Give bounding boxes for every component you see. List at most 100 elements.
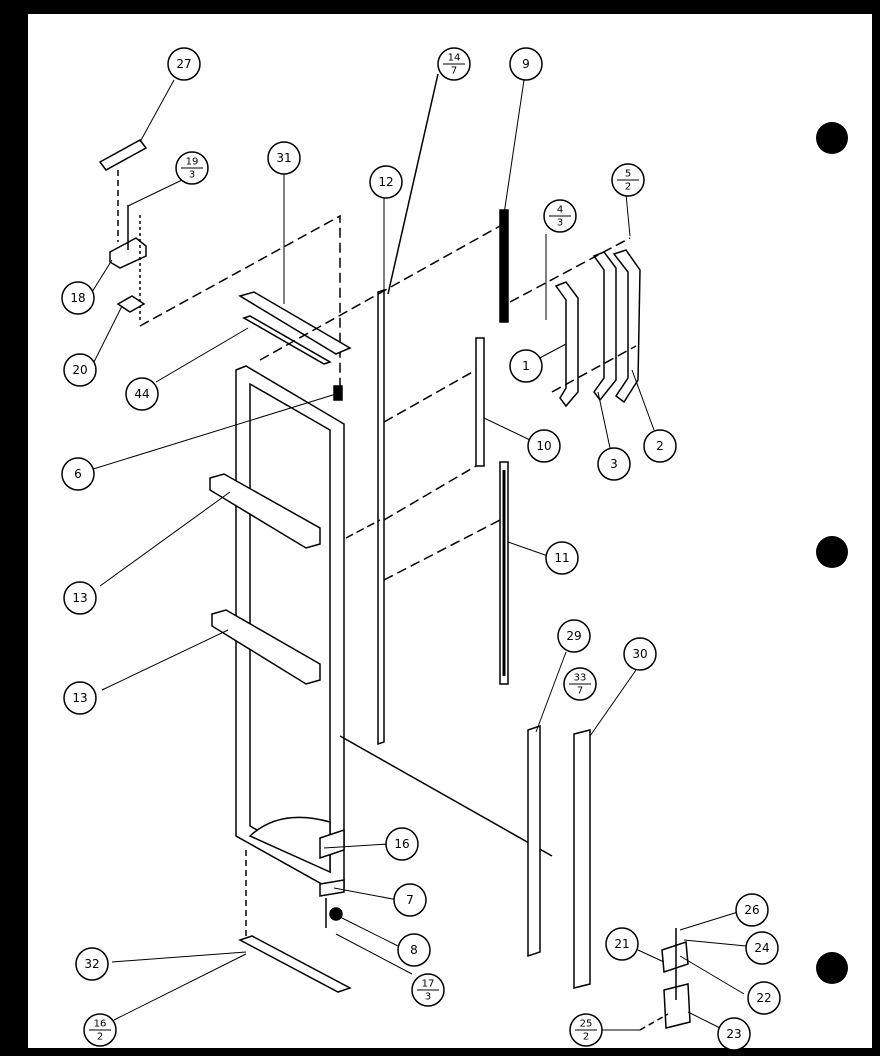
callout-16: 16 xyxy=(385,827,419,861)
callout-circle xyxy=(63,353,97,387)
callout-number: 23 xyxy=(726,1027,741,1041)
callout-23: 23 xyxy=(717,1017,751,1051)
phantom-outline-top xyxy=(139,214,341,400)
callout-44: 44 xyxy=(125,377,159,411)
callout-number: 13 xyxy=(72,591,87,605)
callout-number: 18 xyxy=(70,291,85,305)
callout-19: 193 xyxy=(175,151,209,185)
lower-hinge-part-23 xyxy=(663,983,691,1029)
callout-circle xyxy=(545,541,579,575)
bracket-part-16 xyxy=(319,828,345,860)
callout-number: 3 xyxy=(610,457,618,471)
gasket-strip-part-9 xyxy=(499,209,509,323)
phantom-link-top xyxy=(259,225,501,361)
shelf-support-upper-part-13 xyxy=(209,473,321,549)
callout-22: 22 xyxy=(747,981,781,1015)
callout-7: 7 xyxy=(393,883,427,917)
callout-number: 25 xyxy=(580,1019,593,1030)
callout-leader-33 xyxy=(339,735,553,857)
callout-29: 29 xyxy=(557,619,591,653)
callout-page-ref: 3 xyxy=(425,992,431,1003)
callout-circle xyxy=(509,47,543,81)
handle-part-1 xyxy=(554,281,579,408)
callout-circle xyxy=(393,883,427,917)
callout-number: 10 xyxy=(536,439,551,453)
handle-part-2 xyxy=(612,249,641,404)
callout-number: 30 xyxy=(632,647,647,661)
callout-circle xyxy=(597,447,631,481)
callout-circle xyxy=(557,619,591,653)
gasket-strip-part-10 xyxy=(475,337,485,467)
callout-26: 26 xyxy=(735,893,769,927)
callout-number: 1 xyxy=(522,359,530,373)
callout-number: 12 xyxy=(378,175,393,189)
trim-part-30 xyxy=(573,729,591,989)
callout-circle xyxy=(61,281,95,315)
binder-hole-bottom xyxy=(816,952,848,984)
callout-number: 29 xyxy=(566,629,581,643)
paper-sheet xyxy=(28,14,872,1048)
washer-part-7 xyxy=(319,879,345,897)
callout-13a: 13 xyxy=(63,581,97,615)
callout-circle xyxy=(167,47,201,81)
callout-circle xyxy=(623,637,657,671)
callout-6: 6 xyxy=(61,457,95,491)
callout-number: 8 xyxy=(410,943,418,957)
callout-3: 3 xyxy=(597,447,631,481)
callout-number: 16 xyxy=(94,1019,107,1030)
callout-5: 52 xyxy=(611,163,645,197)
phantom-link-10-top xyxy=(383,369,477,423)
shim-part-20 xyxy=(116,295,146,313)
callout-circle xyxy=(75,947,109,981)
bushing-part-8 xyxy=(329,907,343,921)
phantom-link-12 xyxy=(345,519,381,539)
callout-14: 147 xyxy=(437,47,471,81)
callout-20: 20 xyxy=(63,353,97,387)
callout-circle xyxy=(385,827,419,861)
callout-18: 18 xyxy=(61,281,95,315)
callout-32: 32 xyxy=(75,947,109,981)
callout-circle xyxy=(267,141,301,175)
callout-24: 24 xyxy=(745,931,779,965)
callout-21: 21 xyxy=(605,927,639,961)
callout-number: 44 xyxy=(134,387,149,401)
part-drawings xyxy=(98,73,691,1031)
callout-17: 173 xyxy=(411,973,445,1007)
callout-number: 9 xyxy=(522,57,530,71)
callout-circle xyxy=(61,457,95,491)
lower-hinge-part-21 xyxy=(661,940,689,974)
callout-number: 32 xyxy=(84,957,99,971)
phantom-link-handle-top xyxy=(509,237,631,303)
callout-12: 12 xyxy=(369,165,403,199)
door-corner-detail xyxy=(248,816,331,874)
callout-25: 252 xyxy=(569,1013,603,1047)
callout-number: 16 xyxy=(394,837,409,851)
callout-circle xyxy=(509,349,543,383)
callout-number: 22 xyxy=(756,991,771,1005)
callout-16b: 162 xyxy=(83,1013,117,1047)
callout-circle xyxy=(63,581,97,615)
callout-number: 24 xyxy=(754,941,769,955)
callout-page-ref: 3 xyxy=(189,170,195,181)
callout-number: 7 xyxy=(406,893,414,907)
callout-number: 4 xyxy=(557,205,563,216)
binder-hole-top xyxy=(816,122,848,154)
callout-13b: 13 xyxy=(63,681,97,715)
bottom-cap-part-32 xyxy=(238,935,352,993)
trim-part-29 xyxy=(527,724,541,958)
callout-9: 9 xyxy=(509,47,543,81)
binder-hole-middle xyxy=(816,536,848,568)
phantom-link-10-bottom xyxy=(383,465,477,521)
callout-number: 26 xyxy=(744,903,759,917)
callout-number: 2 xyxy=(656,439,664,453)
callout-page-ref: 3 xyxy=(557,218,563,229)
bushing-part-6 xyxy=(333,385,343,401)
callout-2: 2 xyxy=(643,429,677,463)
callout-number: 33 xyxy=(574,673,587,684)
top-hinge-part-27 xyxy=(98,139,148,171)
callout-circle xyxy=(125,377,159,411)
callout-circle xyxy=(745,931,779,965)
